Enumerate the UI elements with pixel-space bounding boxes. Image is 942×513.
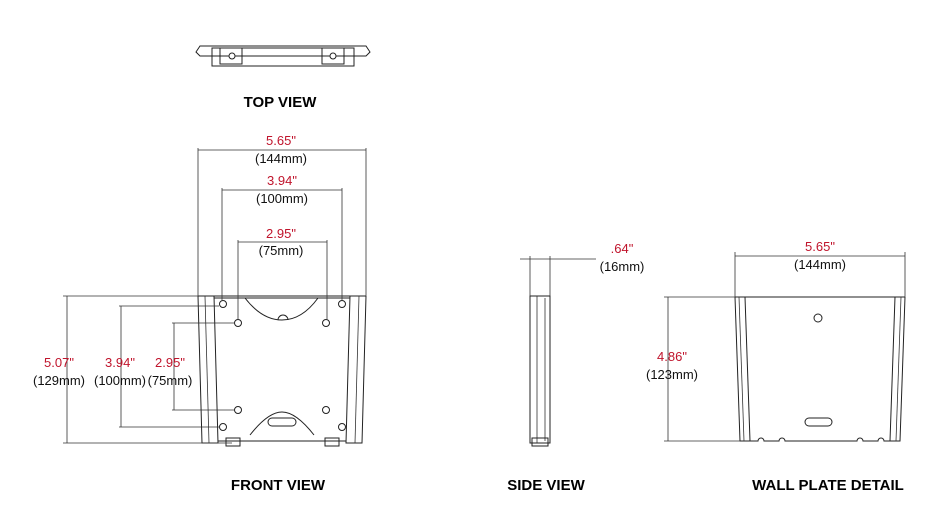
hole-height-75-mm: (75mm) (148, 373, 193, 388)
wall-plate-width-in: 5.65" (805, 239, 835, 254)
hole-width-75-in: 2.95" (266, 226, 296, 241)
front-height-in: 5.07" (44, 355, 74, 370)
wall-plate-height-mm: (123mm) (646, 367, 698, 382)
top-view-drawing (195, 45, 371, 67)
side-view-label: SIDE VIEW (507, 477, 585, 494)
hole-width-100-in: 3.94" (267, 173, 297, 188)
side-depth-in: .64" (611, 241, 634, 256)
wall-plate-height-in: 4.86" (657, 349, 687, 364)
front-height-mm: (129mm) (33, 373, 85, 388)
front-view-label: FRONT VIEW (231, 477, 326, 494)
top-view-label: TOP VIEW (244, 94, 318, 111)
wall-plate-width-mm: (144mm) (794, 257, 846, 272)
front-width-mm: (144mm) (255, 151, 307, 166)
hole-height-100-mm: (100mm) (94, 373, 146, 388)
front-view-drawing (63, 148, 367, 447)
hole-height-75-in: 2.95" (155, 355, 185, 370)
hole-width-75-mm: (75mm) (259, 243, 304, 258)
front-width-in: 5.65" (266, 133, 296, 148)
side-depth-mm: (16mm) (600, 259, 645, 274)
hole-width-100-mm: (100mm) (256, 191, 308, 206)
hole-height-100-in: 3.94" (105, 355, 135, 370)
wall-plate-label: WALL PLATE DETAIL (752, 477, 904, 494)
wall-plate-drawing (664, 252, 906, 442)
side-view-drawing (520, 256, 596, 447)
